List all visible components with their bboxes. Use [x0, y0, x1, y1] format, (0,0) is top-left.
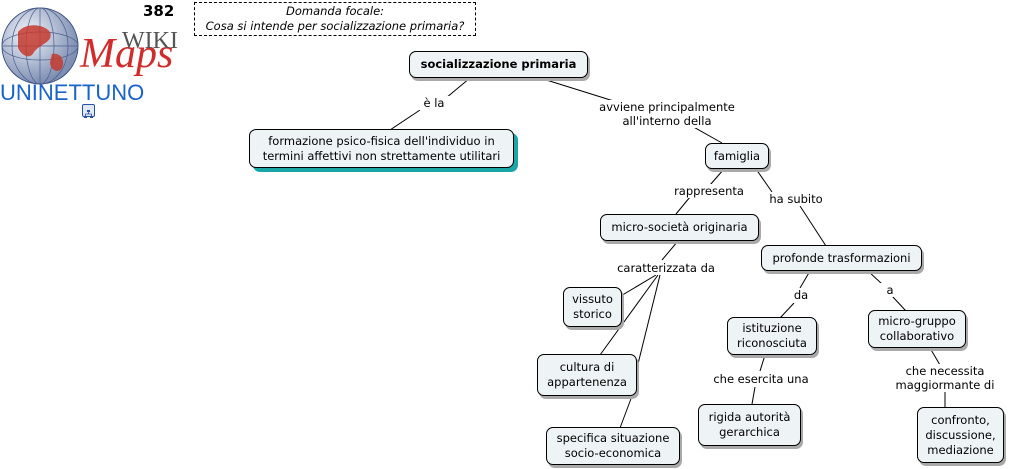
- line-famiglia-hasubito: [755, 168, 773, 193]
- node-rigida-autorita[interactable]: rigida autorità gerarchica: [698, 404, 801, 446]
- node-formazione[interactable]: formazione psico-fisica dell'individuo i…: [249, 129, 514, 168]
- node-vissuto-storico[interactable]: vissuto storico: [563, 287, 622, 327]
- line-avviene-famiglia: [689, 124, 723, 144]
- line-microgruppo-necessita: [929, 347, 941, 366]
- line-ela-formazione: [389, 109, 421, 131]
- line-root-avviene: [539, 77, 621, 104]
- link-label-a: a: [880, 283, 900, 297]
- brand-main-text: UNINETTUNO: [0, 80, 145, 105]
- line-da-istituzione: [779, 302, 795, 319]
- link-label-rappresenta: rappresenta: [668, 184, 750, 198]
- node-socializzazione-primaria[interactable]: socializzazione primaria: [409, 51, 588, 78]
- link-label-caratterizzata: caratterizzata da: [610, 261, 722, 275]
- link-label-che-esercita: che esercita una: [706, 372, 816, 386]
- link-label-da: da: [789, 288, 813, 302]
- line-cultura-specifica: [619, 395, 633, 429]
- node-specifica-situazione[interactable]: specifica situazione socio-economica: [546, 427, 680, 465]
- link-label-ha-subito: ha subito: [763, 192, 829, 206]
- line-profonde-a: [867, 270, 883, 285]
- logo: Maps WIKI UNINETTUNO: [0, 0, 190, 120]
- map-number: 382: [143, 2, 175, 20]
- line-profonde-da: [799, 270, 811, 289]
- node-istituzione-riconosciuta[interactable]: istituzione riconosciuta: [727, 317, 817, 355]
- node-micro-societa[interactable]: micro-società originaria: [600, 214, 759, 241]
- focal-question: Domanda focale: Cosa si intende per soci…: [194, 2, 476, 36]
- line-a-microgruppo: [891, 295, 907, 312]
- line-rappresenta-microsocieta: [675, 196, 691, 215]
- node-famiglia[interactable]: famiglia: [705, 143, 769, 169]
- brand-wiki-text: WIKI: [122, 28, 178, 54]
- line-car-cultura2: [635, 274, 661, 373]
- link-label-avviene: avviene principalmente all'interno della: [590, 100, 744, 128]
- globe-icon: [1, 7, 79, 85]
- link-label-e-la: è la: [416, 96, 452, 110]
- line-hasubito-profonde: [799, 205, 827, 247]
- node-micro-gruppo[interactable]: micro-gruppo collaborativo: [868, 310, 966, 348]
- brand-maps-text: Maps: [80, 31, 174, 77]
- node-cultura-appartenenza[interactable]: cultura di appartenenza: [537, 354, 637, 396]
- line-istituzione-esercita: [759, 354, 766, 372]
- line-esercita-rigida: [751, 386, 756, 405]
- line-car-cultura: [599, 274, 659, 356]
- sitemap-icon[interactable]: [82, 104, 95, 118]
- line-famiglia-rappresenta: [709, 168, 725, 186]
- node-confronto[interactable]: confronto, discussione, mediazione: [917, 407, 1004, 463]
- node-profonde-trasformazioni[interactable]: profonde trasformazioni: [761, 245, 922, 271]
- link-label-che-necessita: che necessita maggiormante di: [888, 364, 1002, 392]
- line-microsocieta-caratterizzata: [661, 240, 679, 261]
